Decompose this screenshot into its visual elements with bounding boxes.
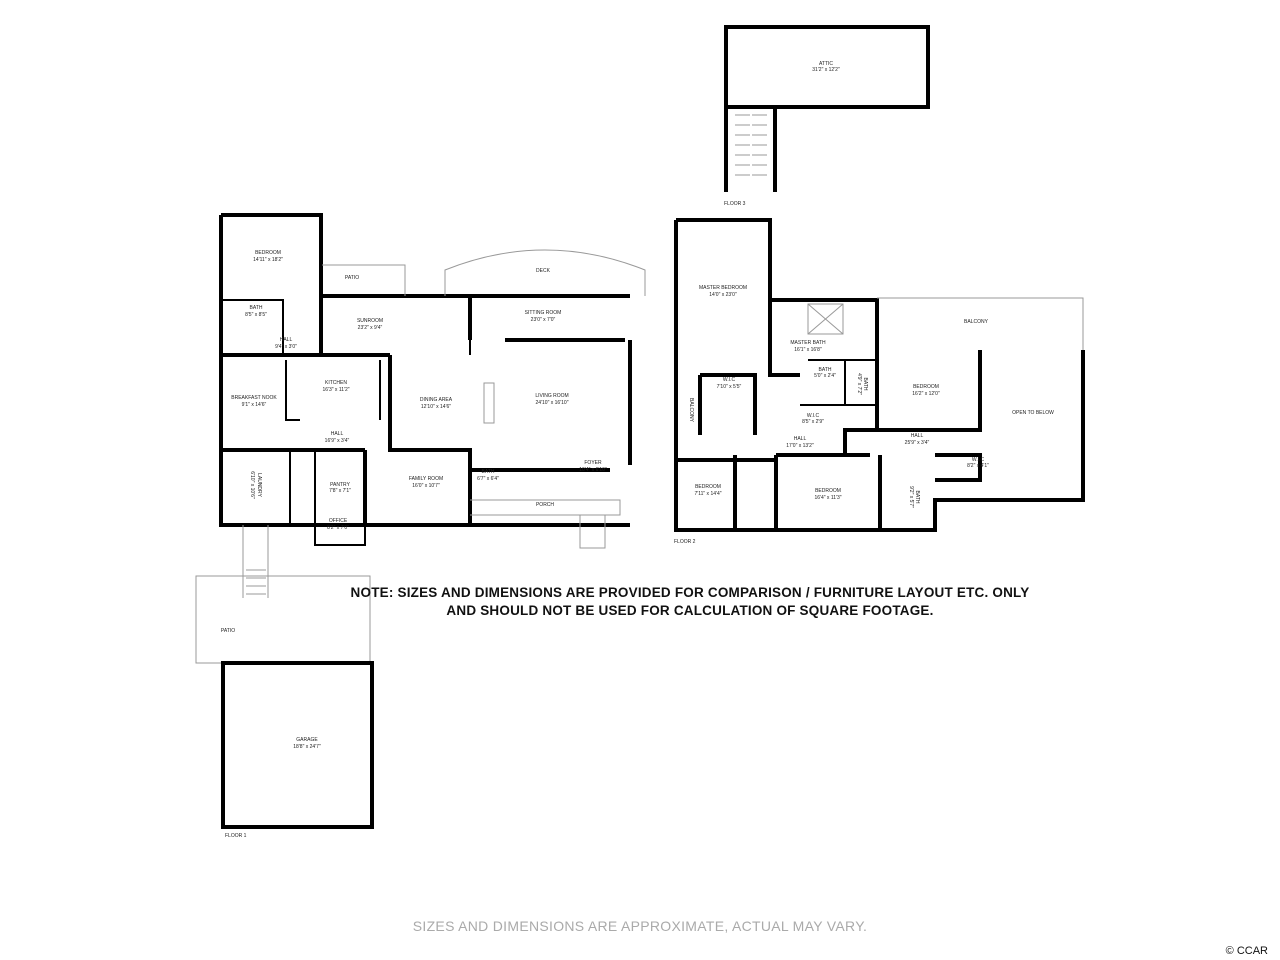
stairs bbox=[735, 114, 767, 176]
note-line-1: NOTE: SIZES AND DIMENSIONS ARE PROVIDED … bbox=[350, 585, 1030, 600]
floor-1: BEDROOM 14'11" x 18'2" BATH 8'5" x 8'5" … bbox=[195, 213, 646, 839]
room-name: BALCONY bbox=[688, 398, 694, 423]
room-name: BATH bbox=[819, 367, 832, 373]
room-size: 10'4" x 6'10" bbox=[579, 467, 607, 473]
floor-3: ATTIC 31'2" x 12'2" FLOOR 3 bbox=[724, 25, 930, 207]
room-size: 16'3" x 11'2" bbox=[322, 387, 349, 393]
shower bbox=[807, 303, 844, 335]
room-size: 16'9" x 3'4" bbox=[325, 438, 350, 444]
room-name: OPEN TO BELOW bbox=[1012, 410, 1054, 416]
room-name: W.I.C bbox=[972, 457, 985, 463]
room-size: 6'7" x 6'4" bbox=[477, 476, 499, 482]
room-size: 16'4" x 11'3" bbox=[814, 495, 841, 501]
room-name: BATH bbox=[482, 469, 495, 475]
partitions bbox=[221, 299, 471, 546]
room-size: 7'10" x 5'5" bbox=[717, 384, 742, 390]
stair-walls bbox=[724, 107, 777, 192]
room-name: LAUNDRY bbox=[256, 473, 262, 497]
room-name: LIVING ROOM bbox=[535, 393, 568, 399]
room-name: HALL bbox=[280, 337, 293, 343]
room-name: SUNROOM bbox=[357, 318, 383, 324]
room-name: BEDROOM bbox=[913, 384, 939, 390]
room-size: 8'2" x 4'1" bbox=[967, 463, 989, 469]
room-name: FAMILY ROOM bbox=[409, 476, 443, 482]
room-size: 16'2" x 12'0" bbox=[912, 391, 940, 397]
walkway-stairs bbox=[242, 525, 269, 598]
room-size: 9'4" x 3'0" bbox=[275, 344, 297, 350]
room-name: DINING AREA bbox=[420, 397, 453, 403]
room-name: SITTING ROOM bbox=[525, 310, 562, 316]
room-size: 16'0" x 10'7" bbox=[412, 483, 440, 489]
footer-disclaimer: SIZES AND DIMENSIONS ARE APPROXIMATE, AC… bbox=[412, 918, 868, 934]
room-name: BALCONY bbox=[964, 319, 989, 325]
garage-walls bbox=[221, 661, 374, 829]
room-name: HALL bbox=[331, 431, 344, 437]
floor-label: FLOOR 3 bbox=[724, 201, 746, 207]
dining-table bbox=[483, 382, 495, 424]
room-size: 17'0" x 13'2" bbox=[786, 443, 814, 449]
floor-label: FLOOR 1 bbox=[225, 833, 247, 839]
room-name: W.I.C bbox=[807, 413, 820, 419]
room-name: MASTER BATH bbox=[790, 340, 826, 346]
floor-2: MASTER BEDROOM 14'0" x 23'0" MASTER BATH… bbox=[674, 218, 1085, 545]
balcony-rail bbox=[877, 297, 1084, 350]
room-size: 25'9" x 3'4" bbox=[905, 440, 930, 446]
copyright: © CCAR bbox=[1225, 945, 1268, 957]
room-size: 12'10" x 14'6" bbox=[421, 404, 451, 410]
room-name: BATH bbox=[250, 305, 263, 311]
room-name: FOYER bbox=[584, 460, 602, 466]
room-size: 23'2" x 9'4" bbox=[358, 325, 383, 331]
room-name: HALL bbox=[794, 436, 807, 442]
room-size: 18'8" x 24'7" bbox=[293, 744, 321, 750]
attic-walls bbox=[724, 25, 930, 109]
shower-x bbox=[807, 303, 844, 335]
room-size: 23'0" x 7'0" bbox=[531, 317, 556, 323]
room-size: 6'10" x 10'6" bbox=[249, 471, 255, 499]
room-size: 24'10" x 16'10" bbox=[536, 400, 569, 406]
room-name: BEDROOM bbox=[695, 484, 721, 490]
room-size: 7'8" x 7'1" bbox=[329, 488, 351, 494]
room-name: BEDROOM bbox=[815, 488, 841, 494]
room-name: W.I.C bbox=[723, 377, 736, 383]
room-size: 14'0" x 23'0" bbox=[709, 292, 737, 298]
room-size: 5'0" x 2'4" bbox=[814, 373, 836, 379]
room-size: 8'5" x 2'9" bbox=[802, 419, 824, 425]
porch-outline bbox=[470, 499, 621, 549]
room-name: PATIO bbox=[221, 628, 235, 634]
room-name: KITCHEN bbox=[325, 380, 347, 386]
room-name: GARAGE bbox=[296, 737, 318, 743]
room-size: 16'1" x 16'8" bbox=[794, 347, 822, 353]
floor-label: FLOOR 2 bbox=[674, 539, 696, 545]
note-line-2: AND SHOULD NOT BE USED FOR CALCULATION O… bbox=[446, 603, 934, 618]
room-size: 8'5" x 8'5" bbox=[245, 312, 267, 318]
outer-walls bbox=[219, 213, 632, 527]
inner-walls bbox=[221, 294, 630, 525]
room-name: PANTRY bbox=[330, 482, 350, 488]
room-size: 9'1" x 14'6" bbox=[242, 402, 267, 408]
room-name: DECK bbox=[536, 268, 551, 274]
room-name: BATH bbox=[862, 378, 868, 391]
room-name: PATIO bbox=[345, 275, 359, 281]
walls bbox=[674, 218, 1085, 532]
room-name: OFFICE bbox=[329, 518, 348, 524]
room-name: HALL bbox=[911, 433, 924, 439]
room-name: BREAKFAST NOOK bbox=[231, 395, 277, 401]
room-name: BEDROOM bbox=[255, 250, 281, 256]
room-size: 31'2" x 12'2" bbox=[812, 67, 840, 73]
room-size: 7'11" x 14'4" bbox=[694, 491, 721, 497]
room-size: 9'2" x 5'7" bbox=[908, 486, 914, 508]
bath-partitions bbox=[800, 359, 878, 406]
room-size: 4'9" x 7'2" bbox=[856, 373, 862, 395]
room-size: 8'2" x 7'0" bbox=[327, 525, 349, 531]
room-size: 14'11" x 18'2" bbox=[253, 257, 283, 263]
room-name: BATH bbox=[914, 491, 920, 504]
deck-patio-outline bbox=[322, 249, 646, 296]
room-name: ATTIC bbox=[819, 61, 833, 67]
room-name: MASTER BEDROOM bbox=[699, 285, 747, 291]
room-name: PORCH bbox=[536, 502, 554, 508]
